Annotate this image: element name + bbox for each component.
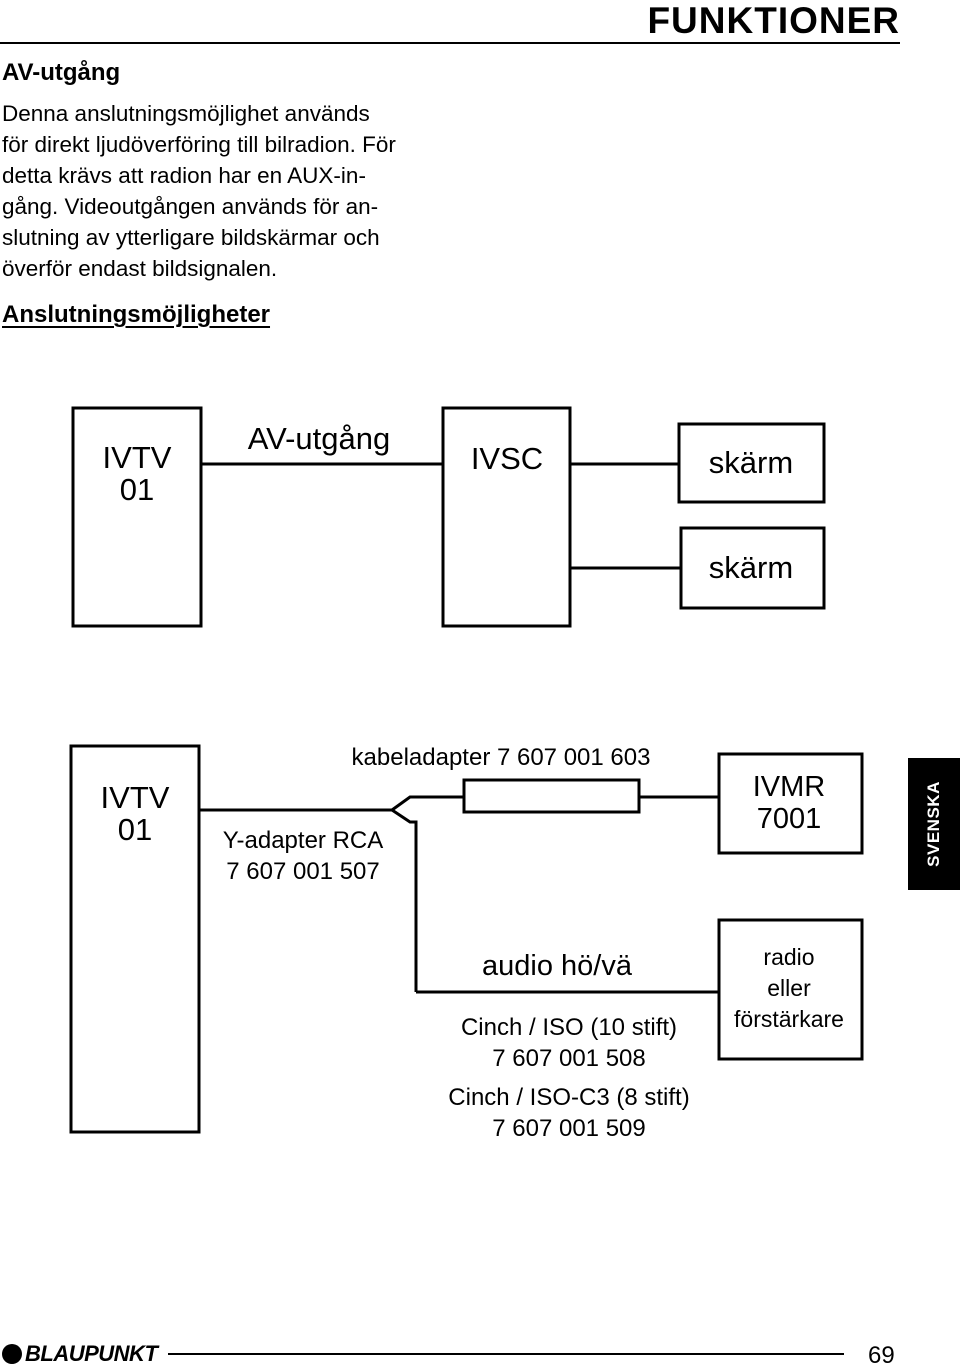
brand-logo: BLAUPUNKT <box>2 1340 158 1368</box>
radio-label-line1: radio <box>763 944 814 970</box>
body-line: Denna anslutningsmöjlighet används <box>2 101 370 126</box>
section-body: Denna anslutningsmöjlighet används för d… <box>2 98 442 284</box>
radio-label-line3: förstärkare <box>734 1006 844 1032</box>
ivsc-label: IVSC <box>471 441 543 476</box>
diagram1-ivtv-number: 01 <box>120 472 154 507</box>
screen2-label: skärm <box>709 550 793 585</box>
page-header-title: FUNKTIONER <box>647 0 900 41</box>
av-output-cable-label: AV-utgång <box>248 421 390 456</box>
diagram2-ivmr-box <box>717 752 864 855</box>
connection-options-heading: Anslutningsmöjligheter <box>2 301 271 328</box>
body-line: för direkt ljudöverföring till bilradion… <box>2 132 396 157</box>
ivmr-number: 7001 <box>757 803 822 835</box>
y-adapter-label: Y-adapter RCA <box>223 827 384 854</box>
brand-name: BLAUPUNKT <box>25 1341 158 1366</box>
y-adapter-part-number: 7 607 001 507 <box>226 858 379 885</box>
language-side-tab: SVENSKA <box>908 758 960 890</box>
section-heading: AV-utgång <box>2 59 121 86</box>
y-adapter-lower-branch <box>391 808 418 992</box>
y-adapter-upper-branch <box>391 795 464 812</box>
cinch-iso-10-part-number: 7 607 001 508 <box>492 1045 645 1072</box>
kabeladapter-box <box>462 778 641 814</box>
diagram1-ivsc-box <box>441 406 572 628</box>
ivmr-label: IVMR <box>753 771 826 803</box>
radio-box <box>717 918 864 1061</box>
audio-label: audio hö/vä <box>482 950 633 982</box>
header-divider <box>0 42 900 44</box>
cinch-iso-c3-label: Cinch / ISO-C3 (8 stift) <box>448 1084 689 1111</box>
body-line: detta krävs att radion har en AUX-in- <box>2 163 366 188</box>
diagram2-ivtv-label: IVTV <box>101 780 170 815</box>
screen1-label: skärm <box>709 445 793 480</box>
cinch-iso-c3-part-number: 7 607 001 509 <box>492 1115 645 1142</box>
diagram2-ivtv-box <box>69 744 201 1134</box>
body-line: överför endast bildsignalen. <box>2 256 278 281</box>
diagram1-ivtv-label: IVTV <box>103 440 172 475</box>
diagram2-ivtv-number: 01 <box>118 812 152 847</box>
body-line: slutning av ytterligare bildskärmar och <box>2 225 380 250</box>
body-line: gång. Videoutgången används för an- <box>2 194 379 219</box>
footer-divider <box>168 1353 844 1355</box>
language-tab-label: SVENSKA <box>924 781 943 867</box>
radio-label-line2: eller <box>767 975 811 1001</box>
cinch-iso-10-label: Cinch / ISO (10 stift) <box>461 1014 677 1041</box>
page-number: 69 <box>868 1342 895 1369</box>
kabeladapter-label: kabeladapter 7 607 001 603 <box>352 744 651 771</box>
brand-dot-icon <box>2 1344 22 1364</box>
diagram1-ivtv-box <box>71 406 203 628</box>
